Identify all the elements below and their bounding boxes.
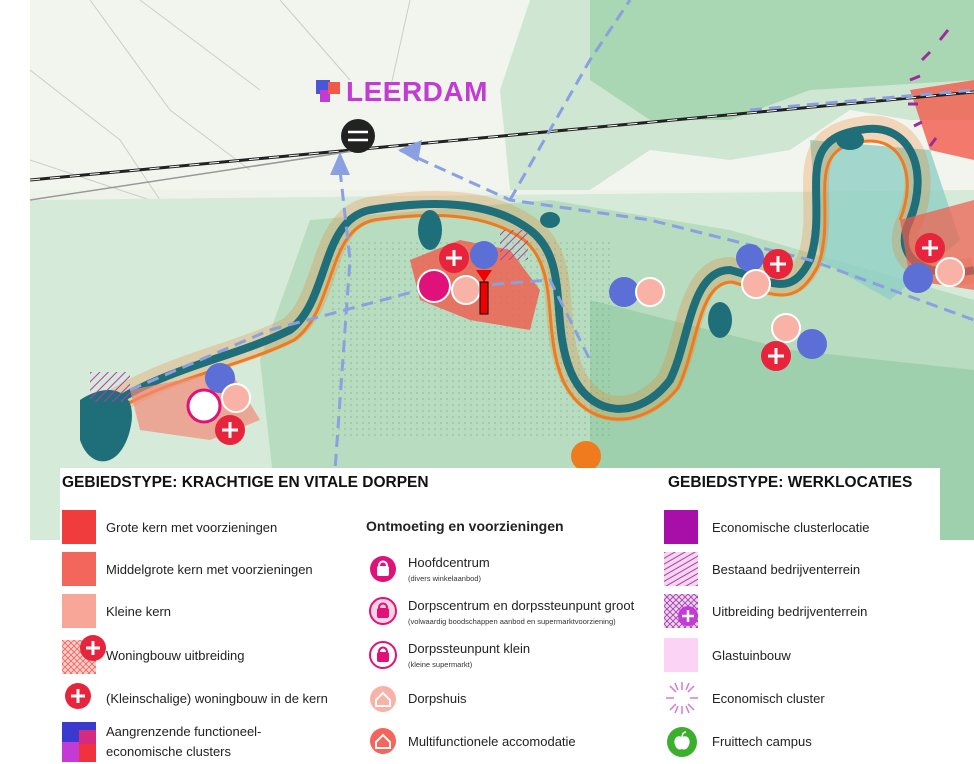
water-body-pond — [540, 212, 560, 228]
legend-note-hoofdcentrum: (divers winkelaanbod) — [408, 574, 481, 583]
legend-item-dorpshuis: Dorpshuis — [408, 691, 467, 706]
route-link-icon — [609, 277, 639, 307]
water-body-pond — [836, 130, 864, 150]
business-area-hatch — [500, 230, 528, 260]
dorpshuis-icon — [771, 313, 801, 343]
legend-item-functioneel-2: economische clusters — [106, 744, 231, 759]
swatch-woningbouw-uitbreiding — [62, 635, 106, 674]
route-link-icon — [736, 244, 764, 272]
dike-line — [91, 139, 909, 428]
route-arrow — [330, 152, 350, 175]
legend-item-economische-clusterlocatie: Economische clusterlocatie — [712, 520, 870, 535]
map-icons — [186, 233, 965, 471]
swatch-grote-kern — [62, 510, 96, 544]
legend-item-economisch-cluster: Economisch cluster — [712, 691, 825, 706]
train-station-icon[interactable] — [341, 119, 375, 153]
route-link-icon — [205, 363, 235, 393]
hoofdcentrum-icon — [417, 269, 451, 303]
red-arrow-icon — [476, 270, 492, 282]
legend-heading-dorpen: GEBIEDSTYPE: KRACHTIGE EN VITALE DORPEN — [62, 474, 429, 491]
legend-item-fruittech-campus: Fruittech campus — [712, 734, 812, 749]
hoofdcentrum-icon — [370, 556, 396, 582]
city-label-leerdam: LEERDAM — [346, 76, 488, 107]
legend-note-dorpssteunpunt: (kleine supermarkt) — [408, 660, 473, 669]
swatch-bestaand-bedrijventerrein — [664, 552, 698, 586]
fruittech-campus-icon — [667, 727, 697, 757]
dorpshuis-icon — [221, 383, 251, 413]
economisch-cluster-icon — [666, 682, 698, 714]
dorpshuis-icon — [370, 686, 396, 712]
swatch-glastuinbouw — [664, 638, 698, 672]
route-link-icon — [797, 329, 827, 359]
green-zone-northeast — [590, 0, 974, 120]
legend-item-middelgrote-kern: Middelgrote kern met voorzieningen — [106, 562, 313, 577]
dorpshuis-icon — [635, 277, 665, 307]
map-legend: GEBIEDSTYPE: KRACHTIGE EN VITALE DORPEN … — [60, 468, 940, 764]
legend-item-kleinschalige-woningbouw: (Kleinschalige) woningbouw in de kern — [106, 691, 328, 706]
city-marker-square — [320, 90, 330, 102]
legend-item-multifunctionele: Multifunctionele accomodatie — [408, 734, 576, 749]
train-station-glyph — [348, 130, 368, 142]
route-link-icon — [903, 263, 933, 293]
city-marker-square — [328, 82, 340, 94]
dorpshuis-icon — [935, 257, 965, 287]
map-canvas[interactable]: LEERDAM — [30, 0, 974, 540]
water-body-west — [80, 390, 132, 462]
map-svg — [30, 0, 974, 540]
multifunctionele-accomodatie-icon — [370, 728, 396, 754]
legend-heading-werklocaties: GEBIEDSTYPE: WERKLOCATIES — [668, 474, 913, 491]
red-arrow-icon — [479, 281, 489, 315]
legend-subheading-ontmoeting: Ontmoeting en voorzieningen — [366, 518, 564, 534]
business-area-hatch-west — [90, 372, 130, 402]
swatch-middelgrote-kern — [62, 552, 96, 586]
plus-icon — [65, 683, 91, 709]
river-linge — [87, 124, 974, 424]
railway — [30, 90, 974, 182]
road — [30, 149, 361, 201]
legend-item-kleine-kern: Kleine kern — [106, 604, 172, 619]
legend-item-bestaand-bedrijventerrein: Bestaand bedrijventerrein — [712, 562, 861, 577]
core-northeast — [910, 80, 974, 160]
legend-item-dorpssteunpunt: Dorpssteunpunt klein — [408, 641, 531, 656]
legend-note-dorpscentrum: (volwaardig boodschappen aanbod en super… — [408, 617, 616, 626]
dorpshuis-icon — [741, 269, 771, 299]
water-body-pond — [708, 302, 732, 338]
water-body-pond — [418, 210, 442, 250]
swatch-economische-clusterlocatie — [664, 510, 698, 544]
star-poi-icon — [571, 441, 601, 471]
swatch-functioneel-economisch — [62, 722, 96, 762]
legend-item-functioneel-1: Aangrenzende functioneel- — [106, 724, 262, 739]
legend-item-glastuinbouw: Glastuinbouw — [712, 648, 791, 663]
dorpscentrum-icon — [369, 597, 397, 625]
legend-item-grote-kern: Grote kern met voorzieningen — [106, 520, 278, 535]
dorpscentrum-icon — [186, 388, 222, 424]
legend-item-dorpscentrum: Dorpscentrum en dorpssteunpunt groot — [408, 598, 635, 613]
legend-item-uitbreiding-bedrijventerrein: Uitbreiding bedrijventerrein — [712, 604, 868, 619]
dorpssteunpunt-icon — [369, 641, 397, 669]
legend-item-woningbouw-uitbreiding: Woningbouw uitbreiding — [106, 648, 245, 663]
dorpshuis-icon — [451, 275, 481, 305]
route-arrow — [398, 140, 422, 162]
swatch-kleine-kern — [62, 594, 96, 628]
route-link-icon — [470, 241, 498, 269]
swatch-uitbreiding-bedrijventerrein — [664, 594, 698, 628]
legend-item-hoofdcentrum: Hoofdcentrum — [408, 555, 490, 570]
economic-cluster-icon — [908, 29, 950, 147]
